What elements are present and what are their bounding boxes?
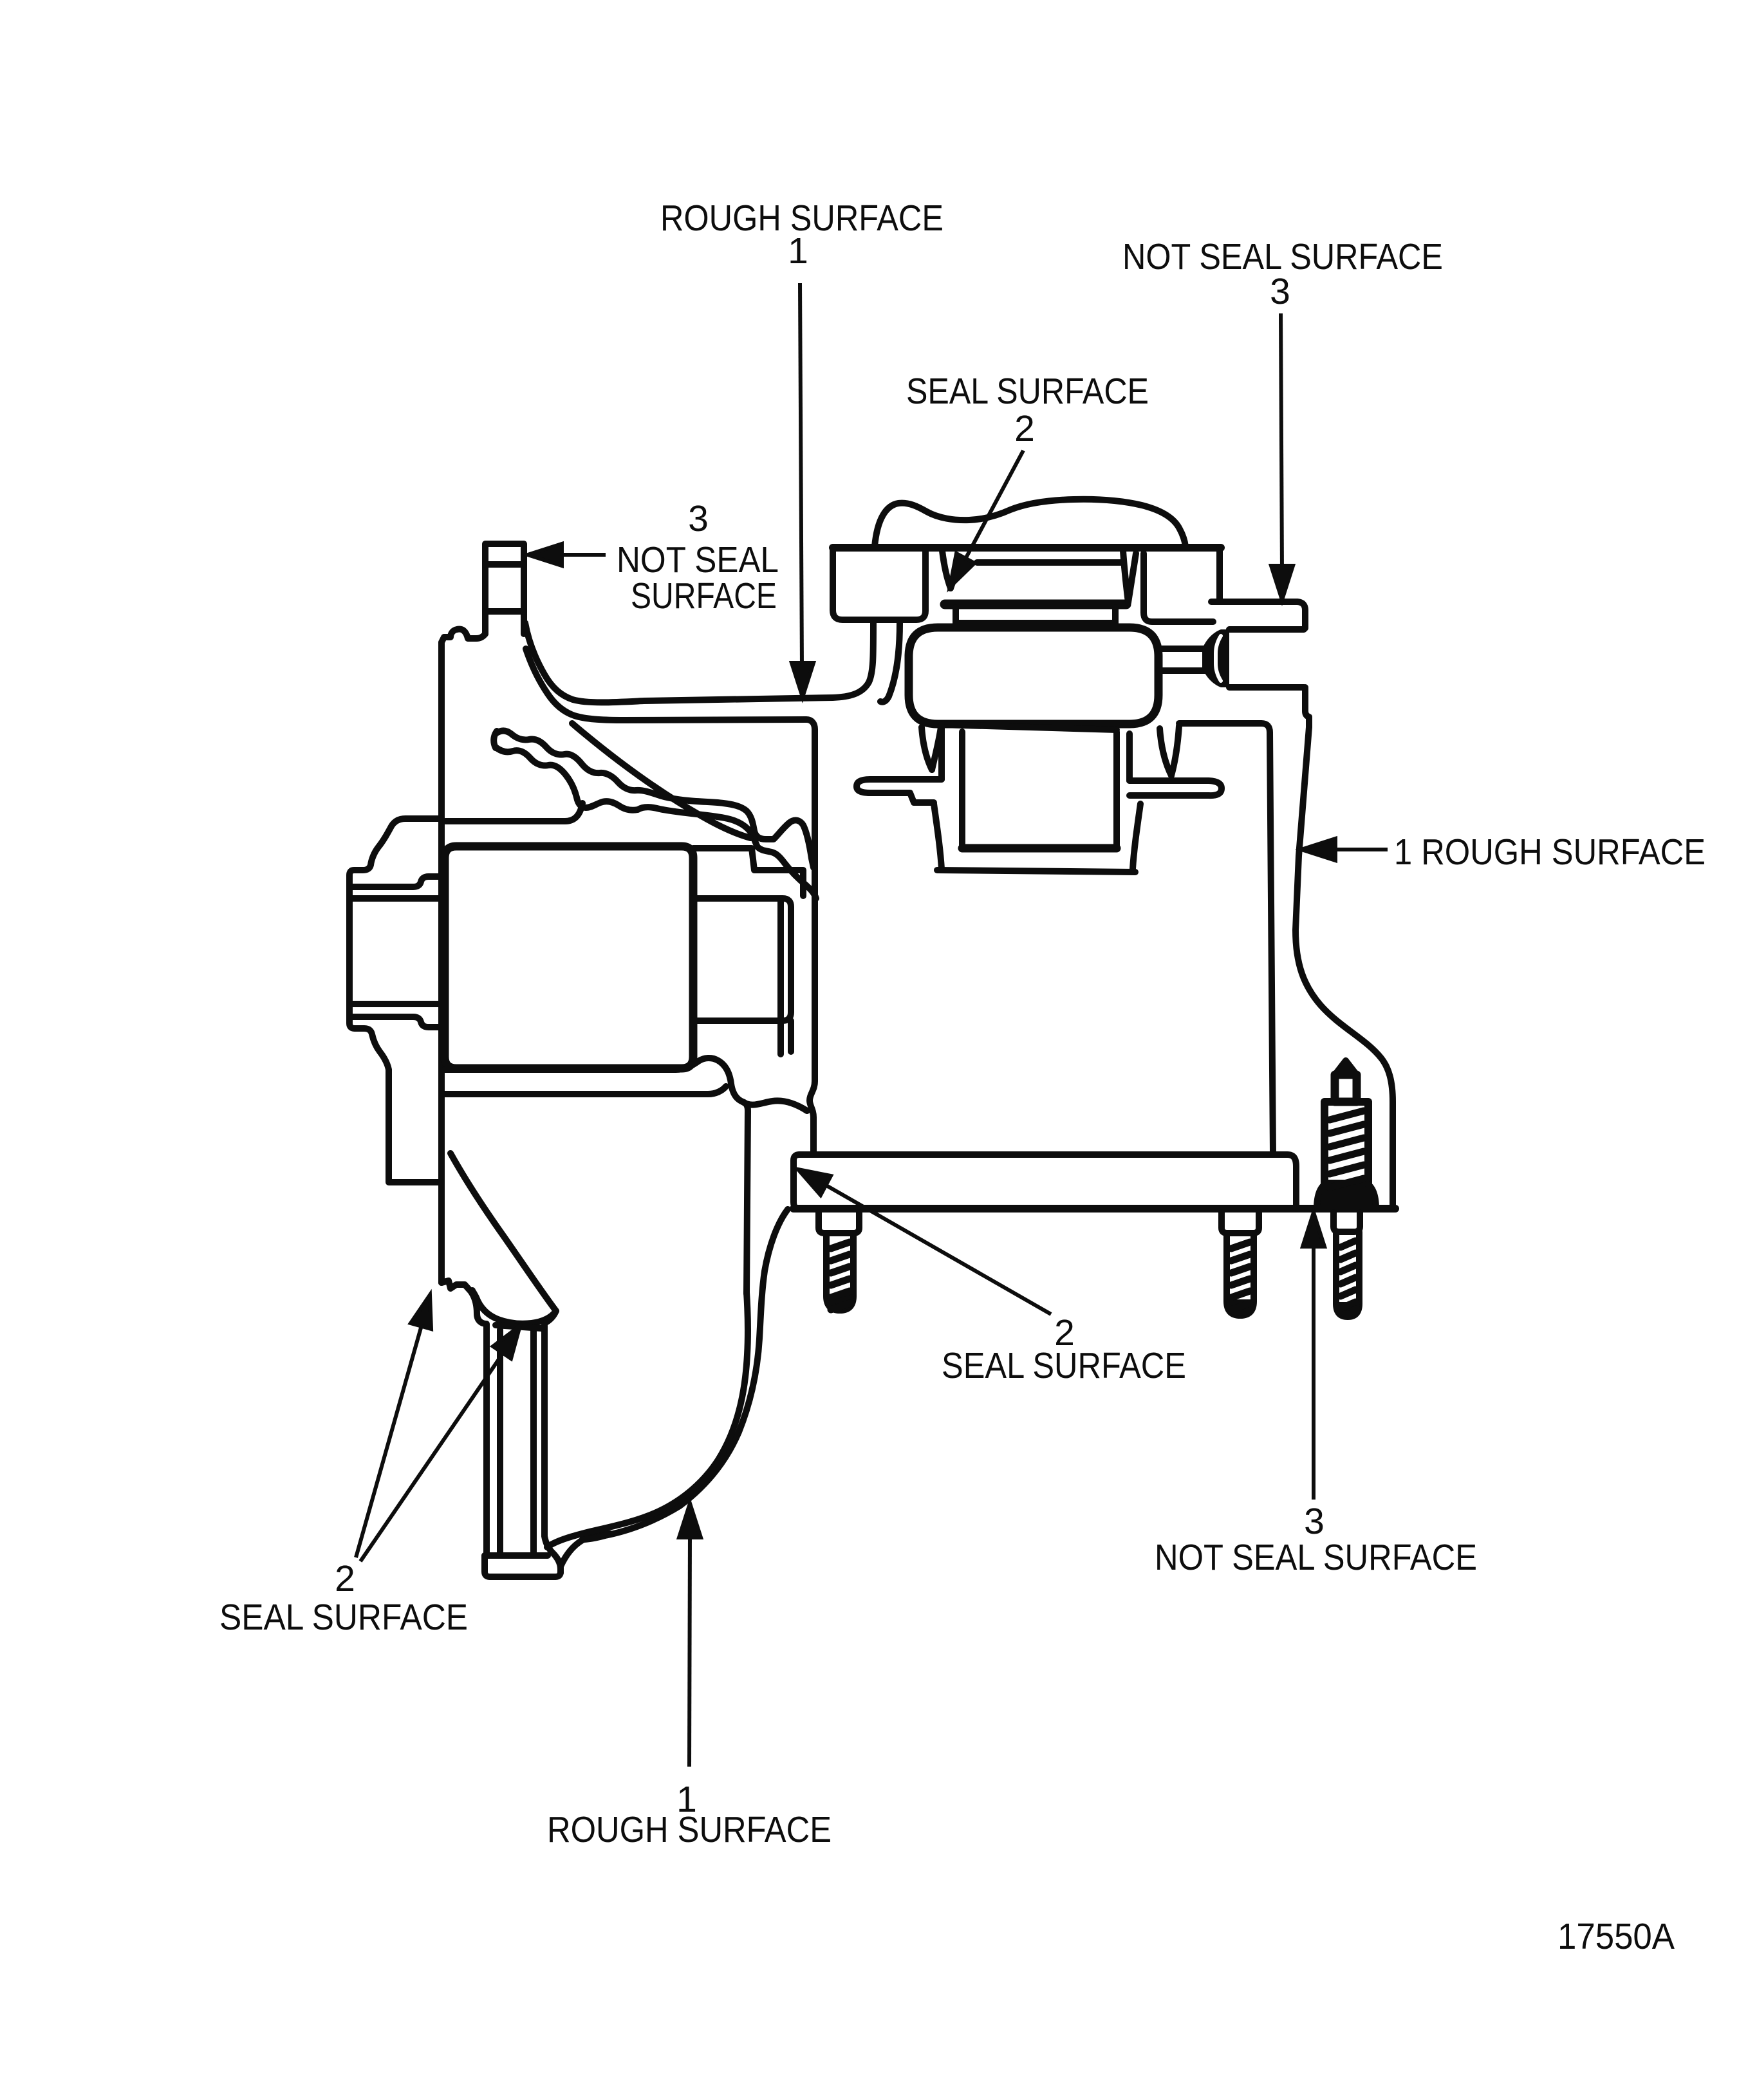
svg-text:1 ROUGH SURFACE: 1 ROUGH SURFACE [1394,832,1706,873]
svg-text:1: 1 [788,230,808,272]
svg-text:2: 2 [1054,1312,1075,1353]
svg-text:ROUGH SURFACE: ROUGH SURFACE [547,1809,832,1850]
svg-text:SEAL SURFACE: SEAL SURFACE [942,1345,1186,1386]
svg-text:3: 3 [1304,1501,1325,1542]
svg-text:NOT SEAL SURFACE: NOT SEAL SURFACE [1155,1537,1477,1578]
svg-text:SURFACE: SURFACE [631,575,777,617]
svg-text:2: 2 [335,1558,355,1599]
svg-text:2: 2 [1014,408,1035,449]
svg-text:17550A: 17550A [1557,1916,1675,1957]
svg-text:SEAL SURFACE: SEAL SURFACE [906,371,1149,412]
svg-text:NOT SEAL: NOT SEAL [617,539,779,581]
svg-text:1: 1 [676,1779,697,1820]
svg-text:SEAL SURFACE: SEAL SURFACE [219,1597,468,1638]
svg-text:NOT SEAL SURFACE: NOT SEAL SURFACE [1122,236,1443,277]
svg-text:ROUGH SURFACE: ROUGH SURFACE [660,198,944,239]
svg-text:3: 3 [1270,271,1290,312]
svg-text:3: 3 [688,498,709,539]
